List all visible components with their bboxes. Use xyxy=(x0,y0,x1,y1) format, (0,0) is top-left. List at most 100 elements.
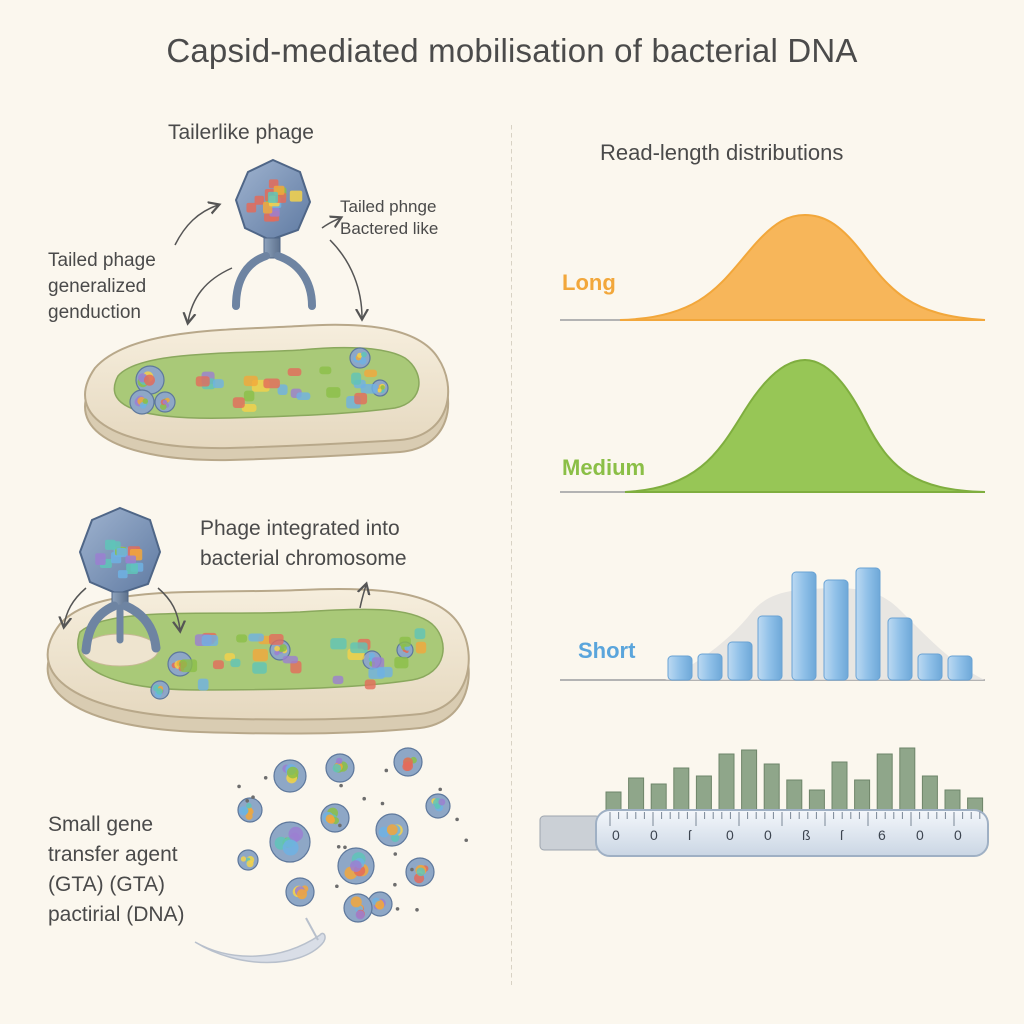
generalized-transduction-label: Tailed phage generalized genduction xyxy=(48,248,156,326)
label-line: Bactered like xyxy=(340,219,439,238)
debris-dot xyxy=(338,823,342,828)
dna-fragment xyxy=(243,375,258,387)
medium-label: Medium xyxy=(562,455,646,480)
dna-fragment xyxy=(232,397,245,408)
gta-histogram-bar xyxy=(673,767,690,813)
gta-histogram-bar xyxy=(944,789,961,813)
dna-fragment xyxy=(330,638,347,650)
gta-histogram-bar xyxy=(899,747,916,813)
debris-dot xyxy=(245,799,250,803)
short-bar xyxy=(791,571,817,681)
integrated-phage-label: Phage integrated into bacterial chromoso… xyxy=(200,514,407,574)
debris-dot xyxy=(415,907,419,912)
gta-histogram-bar xyxy=(741,749,758,813)
short-distribution xyxy=(560,567,985,681)
short-bar xyxy=(855,567,881,681)
short-bar xyxy=(667,655,693,681)
gta-histogram-bar xyxy=(695,775,712,813)
dna-fragment xyxy=(201,634,219,646)
dna-fragment xyxy=(248,633,264,642)
panel-divider xyxy=(511,125,512,985)
gta-histogram-bar xyxy=(831,761,848,813)
gta-particle xyxy=(269,821,311,863)
arrow-into-phage xyxy=(174,205,218,246)
debris-dot xyxy=(343,845,347,850)
arrow-integration xyxy=(360,585,366,609)
debris-dot xyxy=(380,801,385,806)
dna-fragment xyxy=(354,392,368,405)
label-line: (GTA) (GTA) xyxy=(48,873,166,896)
dna-fragment xyxy=(243,390,255,402)
gta-histogram-bar xyxy=(876,753,893,813)
ruler-tick-label: 0 xyxy=(726,827,734,843)
gta-histogram xyxy=(605,747,984,813)
arrow-left-bottom xyxy=(64,587,87,626)
dna-fragment xyxy=(414,628,426,640)
dna-fragment xyxy=(252,662,267,674)
gta-particle xyxy=(367,891,393,917)
label-line: Tailed phnge xyxy=(340,197,437,216)
short-bar xyxy=(917,653,943,681)
dna-fragment xyxy=(415,641,427,654)
gta-particle xyxy=(343,893,373,923)
gta-particle xyxy=(135,365,165,395)
dna-fragment xyxy=(230,658,241,668)
dna-fragment xyxy=(326,387,341,398)
gta-particle xyxy=(425,793,451,819)
gta-histogram-bar xyxy=(854,779,871,813)
gta-histogram-bar xyxy=(763,763,780,813)
debris-dot xyxy=(464,838,469,843)
dna-fragment xyxy=(236,634,248,643)
short-bar xyxy=(823,579,849,681)
dna-fragment xyxy=(296,392,311,400)
label-line: transfer agent xyxy=(48,843,178,866)
debris-dot xyxy=(393,882,397,887)
dna-fragment xyxy=(252,648,268,662)
gta-label: Small gene transfer agent (GTA) (GTA) pa… xyxy=(48,810,185,930)
gta-swoosh xyxy=(194,932,326,964)
ruler-tick-label: 0 xyxy=(764,827,772,843)
ruler-tick-label: 0 xyxy=(954,827,962,843)
ruler-tick-label: 0 xyxy=(650,827,658,843)
short-bar xyxy=(697,653,723,681)
dna-fragment xyxy=(282,655,298,664)
short-bar xyxy=(727,641,753,681)
gta-particle xyxy=(269,639,291,661)
dna-fragment xyxy=(332,675,344,685)
short-bar xyxy=(887,617,913,681)
label-line: bacterial chromosome xyxy=(200,547,407,570)
debris-dot xyxy=(410,867,414,872)
dna-fragment xyxy=(351,372,362,385)
arrow-left-top xyxy=(188,267,233,322)
debris-dot xyxy=(384,768,389,773)
dna-fragment xyxy=(195,376,210,387)
gta-particle xyxy=(150,680,170,700)
debris-dot xyxy=(336,844,341,849)
ruler-tick-label: ſ xyxy=(688,827,692,843)
label-line: Tailed phage xyxy=(48,250,156,271)
debris-dot xyxy=(251,795,255,799)
gta-histogram-bar xyxy=(786,779,803,813)
gta-particle xyxy=(320,803,350,833)
short-bar xyxy=(947,655,973,681)
gta-particle xyxy=(129,389,155,415)
short-bar xyxy=(757,615,783,681)
dna-fragment xyxy=(368,667,385,679)
ruler-tick-label: 0 xyxy=(916,827,924,843)
gta-particle xyxy=(405,857,435,887)
tailed-phage-top xyxy=(232,158,316,310)
debris-dot xyxy=(237,784,241,789)
debris-dot xyxy=(263,776,268,780)
arrow-label-right-top xyxy=(321,218,340,229)
dna-fragment xyxy=(197,678,209,691)
gta-histogram-bar xyxy=(628,777,645,813)
tailed-phage-right-label: Tailed phnge Bactered like xyxy=(340,196,438,240)
gta-particle xyxy=(375,813,409,847)
debris-dot xyxy=(438,787,443,792)
ruler-tick-label: ß xyxy=(802,827,811,843)
short-label: Short xyxy=(578,638,636,663)
ruler-tick-label: ſ xyxy=(840,827,844,843)
dna-fragment xyxy=(263,378,280,389)
label-line: Small gene xyxy=(48,813,154,836)
ruler-tick-label: 0 xyxy=(612,827,620,843)
